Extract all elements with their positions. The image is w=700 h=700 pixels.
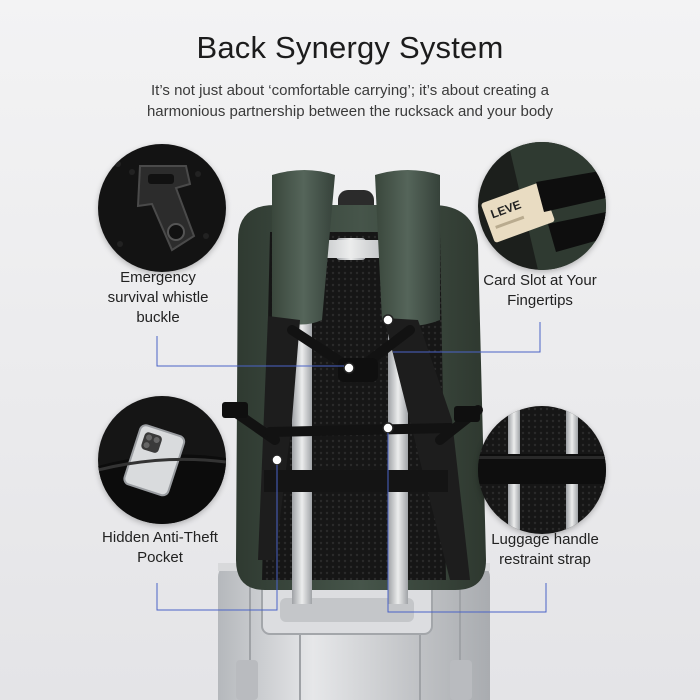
card-slot-closeup: LEVE [478, 142, 606, 270]
backpack [222, 170, 486, 604]
phone-pocket-icon [98, 396, 226, 524]
luggage-strap-closeup [478, 406, 606, 534]
luggage-strap-icon [478, 406, 606, 534]
page-title: Back Synergy System [196, 30, 504, 65]
whistle-buckle-label: Emergency survival whistle buckle [107, 269, 209, 326]
hotspot-markers [271, 314, 394, 466]
card-slot-label: Card Slot at Your Fingertips [483, 272, 597, 309]
anti-theft-pocket-label: Hidden Anti-Theft Pocket [102, 529, 218, 566]
whistle-buckle-icon [98, 144, 226, 272]
anti-theft-pocket-closeup [98, 396, 226, 524]
whistle-buckle-closeup [98, 144, 226, 272]
subtitle-line-2: harmonious partnership between the rucks… [146, 103, 554, 120]
page-subtitle: It’s not just about ‘comfortable carryin… [90, 80, 610, 122]
luggage-strap-label: Luggage handle restraint strap [491, 531, 599, 568]
subtitle-line-1: It’s not just about ‘comfortable carryin… [151, 82, 549, 99]
card-slot-icon: LEVE [478, 142, 606, 270]
